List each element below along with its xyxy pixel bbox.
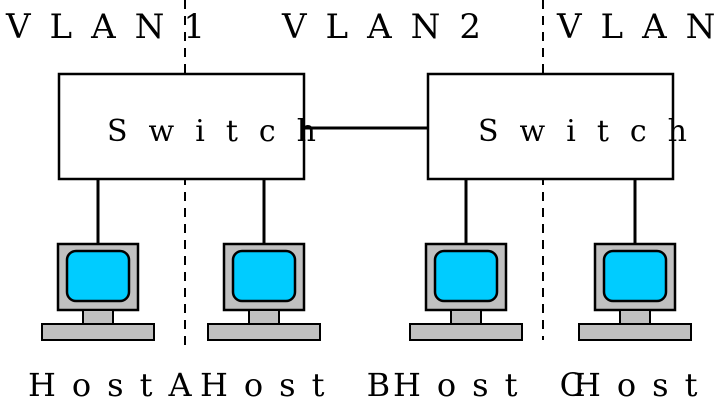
switch-right-label: Switch <box>478 114 708 149</box>
switch-left-label: Switch <box>107 114 337 149</box>
host-c-label: Host C <box>393 366 600 404</box>
vlan3-label: VLAN3 <box>556 7 722 47</box>
switch-left: Switch <box>57 72 337 181</box>
host-d-computer-icon <box>578 242 692 341</box>
switch-right: Switch <box>426 72 708 181</box>
host-a-label: HostA <box>28 366 208 404</box>
host-d-label: Host D <box>573 366 722 404</box>
vlan1-label: VLAN1 <box>5 7 224 47</box>
host-a-computer-icon <box>41 242 155 341</box>
host-b-label: Host B <box>200 366 406 404</box>
host-c-computer-icon <box>409 242 523 341</box>
vlan2-label: VLAN2 <box>281 7 500 47</box>
host-b-computer-icon <box>207 242 321 341</box>
